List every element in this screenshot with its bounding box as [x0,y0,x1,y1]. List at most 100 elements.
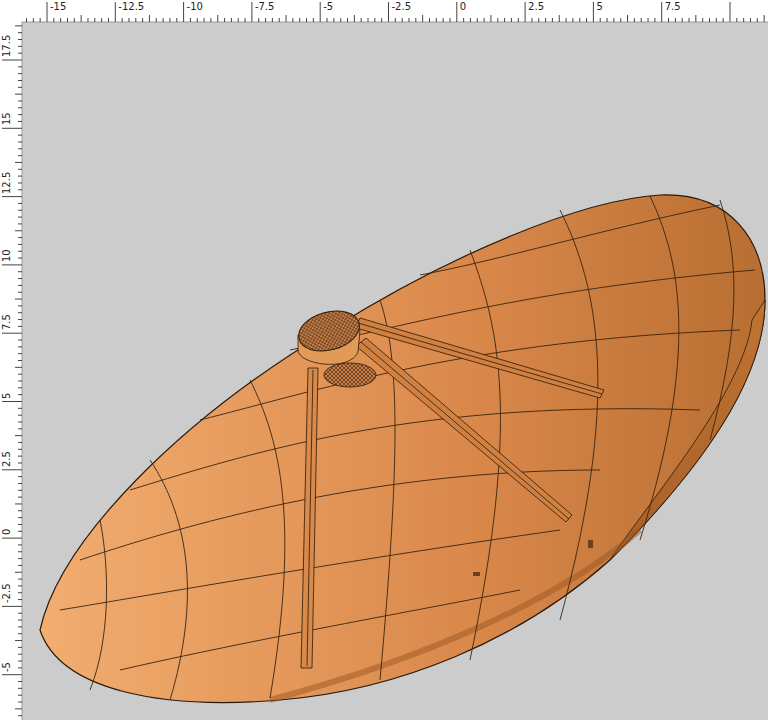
ruler-tick [81,15,82,22]
ruler-tick [18,292,22,293]
ruler-tick [18,476,22,477]
ruler-tick [395,18,396,22]
ruler-tick [108,18,109,22]
ruler-tick [18,394,22,395]
ruler-tick [18,223,22,224]
ruler-tick [183,2,184,22]
ruler-tick [361,18,362,22]
ruler-tick [18,114,22,115]
ruler-tick [18,32,22,33]
ruler-tick [18,251,22,252]
ruler-tick [18,87,22,88]
ruler-tick [18,271,22,272]
ruler-tick [566,18,567,22]
ruler-tick [18,408,22,409]
ruler-tick [238,18,239,22]
ruler-tick [695,15,696,22]
ruler-tick [381,18,382,22]
ruler-tick [2,674,22,675]
ruler-tick [142,18,143,22]
ruler-tick [320,2,321,22]
ruler-tick [306,18,307,22]
ruler-tick [545,18,546,22]
ruler-tick [18,353,22,354]
ruler-tick [511,18,512,22]
ruler-tick [272,18,273,22]
ruler-tick [18,654,22,655]
ruler-tick [2,401,22,402]
ruler-tick [258,18,259,22]
ruler-tick [572,18,573,22]
ruler-tick [87,18,88,22]
ruler-tick [18,483,22,484]
ruler-tick [477,18,478,22]
ruler-tick [415,18,416,22]
ruler-tick [18,510,22,511]
ruler-tick [531,18,532,22]
ruler-label: 7.5 [664,2,682,12]
ruler-tick [757,18,758,22]
ruler-tick [18,189,22,190]
ruler-tick [15,367,22,368]
ruler-tick [18,620,22,621]
ruler-tick [18,176,22,177]
ruler-tick [18,415,22,416]
ruler-tick [716,18,717,22]
ruler-tick [18,169,22,170]
ruler-tick [67,18,68,22]
ruler-tick [18,107,22,108]
ruler-tick [224,18,225,22]
ruler-label: 10 [2,248,12,263]
ruler-tick [538,18,539,22]
ruler-tick [2,606,22,607]
ruler-label: 5 [2,391,12,399]
ruler-tick [210,18,211,22]
ruler-tick [18,278,22,279]
ruler-tick [18,319,22,320]
ruler-tick [18,428,22,429]
ruler-tick [18,462,22,463]
ruler-tick [18,148,22,149]
ruler-tick [641,18,642,22]
ruler-tick [18,135,22,136]
ruler-tick [490,15,491,22]
ruler-tick [135,18,136,22]
ruler-tick [15,503,22,504]
ruler-tick [299,18,300,22]
ruler-tick [18,305,22,306]
ruler-tick [197,18,198,22]
ruler-tick [18,374,22,375]
ruler-tick [18,585,22,586]
ruler-tick [600,18,601,22]
ruler-tick [18,326,22,327]
ruler-tick [26,18,27,22]
ruler-tick [593,2,594,22]
ruler-tick [449,18,450,22]
ruler-tick [764,15,765,22]
ruler-tick [18,633,22,634]
ruler-tick [94,18,95,22]
ruler-label: -10 [186,2,204,12]
ruler-tick [429,18,430,22]
ruler-tick [668,18,669,22]
ruler-tick [18,715,22,716]
ruler-tick [15,25,22,26]
ruler-tick [53,18,54,22]
ruler-label: 5 [595,2,603,12]
ruler-tick [15,230,22,231]
ruler-tick [586,18,587,22]
ruler-label: -5 [322,2,334,12]
ruler-tick [18,121,22,122]
ruler-label: -15 [49,2,67,12]
ruler-tick [60,18,61,22]
ruler-tick [504,18,505,22]
ruler-tick [607,18,608,22]
ruler-tick [689,18,690,22]
ruler-tick [354,15,355,22]
ruler-tick [18,695,22,696]
ruler-tick [279,18,280,22]
ruler-tick [217,15,218,22]
ruler-tick [245,18,246,22]
ruler-tick [18,73,22,74]
ruler-tick [18,524,22,525]
